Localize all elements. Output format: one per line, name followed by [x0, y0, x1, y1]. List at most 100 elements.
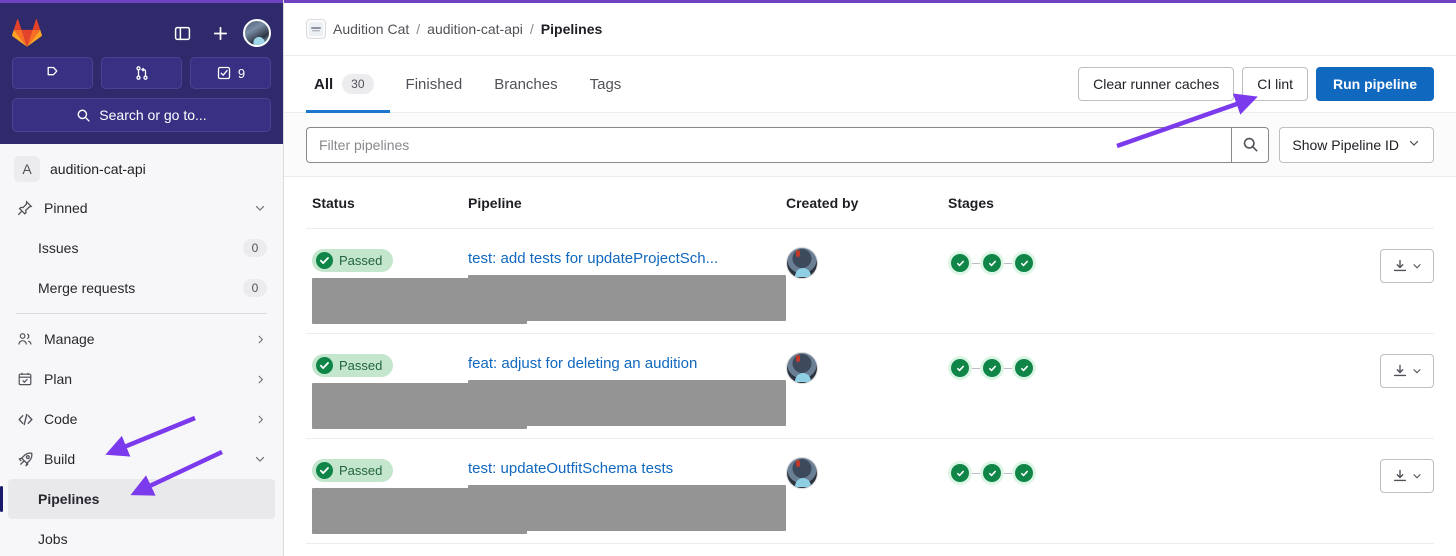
tab-finished[interactable]: Finished [390, 56, 479, 112]
run-pipeline-button[interactable]: Run pipeline [1316, 67, 1434, 101]
row-stages-cell [948, 354, 1344, 380]
pin-icon [16, 199, 34, 217]
dropdown-label: Show Pipeline ID [1292, 136, 1399, 153]
search-icon[interactable] [1231, 126, 1270, 163]
search-input[interactable]: Search or go to... [12, 98, 271, 132]
breadcrumb-group[interactable]: Audition Cat [333, 21, 410, 37]
sidebar-item-pinned[interactable]: Pinned [8, 188, 275, 228]
issues-count: 0 [243, 239, 267, 257]
pipelines-tabbar: All 30 Finished Branches Tags Clear runn… [284, 56, 1456, 113]
download-icon [1393, 364, 1406, 377]
column-header-stages: Stages [948, 194, 994, 211]
row-status-cell: Passed [306, 459, 527, 534]
sidebar-item-issues[interactable]: Issues 0 [8, 228, 275, 268]
pipeline-actions: Clear runner caches CI lint Run pipeline [1078, 67, 1434, 101]
column-header-created-by: Created by [786, 194, 859, 211]
chevron-right-icon[interactable] [254, 333, 267, 346]
filter-pipelines-input[interactable] [306, 126, 1232, 163]
chevron-down-icon [1412, 264, 1421, 269]
stages-list [948, 461, 1344, 485]
download-artifacts-button[interactable] [1380, 354, 1434, 388]
tab-count-badge: 30 [342, 74, 374, 94]
stage-passed-icon[interactable] [980, 251, 1004, 275]
sidebar-item-label: Build [44, 451, 76, 467]
stage-passed-icon[interactable] [1012, 251, 1036, 275]
breadcrumb-separator: / [416, 21, 421, 37]
ci-lint-button[interactable]: CI lint [1242, 67, 1308, 101]
stage-passed-icon[interactable] [948, 251, 972, 275]
tab-tags[interactable]: Tags [574, 56, 638, 112]
row-actions-cell [1344, 459, 1434, 493]
download-artifacts-button[interactable] [1380, 249, 1434, 283]
sidebar-project[interactable]: A audition-cat-api [8, 150, 275, 188]
sidebar-item-jobs[interactable]: Jobs [8, 519, 275, 556]
status-label: Passed [339, 358, 383, 373]
stage-connector [1004, 367, 1012, 369]
breadcrumb-project[interactable]: audition-cat-api [427, 21, 523, 37]
sidebar-item-pipelines[interactable]: Pipelines [0, 479, 275, 519]
search-placeholder: Search or go to... [99, 107, 207, 123]
code-icon [16, 410, 34, 428]
stages-list [948, 251, 1344, 275]
sidebar: 9 Search or go to... A audition-cat-api [0, 0, 284, 556]
gitlab-logo-icon[interactable] [12, 18, 42, 48]
tab-label: Tags [589, 75, 622, 93]
row-pipeline-cell: test: updateOutfitSchema tests [468, 459, 786, 531]
user-avatar[interactable] [243, 19, 271, 47]
todos-shortcut[interactable]: 9 [190, 57, 271, 89]
merge-requests-shortcut[interactable] [101, 57, 182, 89]
tab-branches[interactable]: Branches [478, 56, 573, 112]
chevron-down-icon[interactable] [253, 452, 267, 466]
sidebar-toggle-icon[interactable] [167, 18, 197, 48]
chevron-right-icon[interactable] [254, 373, 267, 386]
row-status-cell: Passed [306, 354, 527, 429]
table-row[interactable]: Passed test: updateOutfitSchema tests [306, 439, 1434, 544]
rocket-icon [16, 450, 34, 468]
stage-passed-icon[interactable] [1012, 356, 1036, 380]
sidebar-nav: A audition-cat-api Pinned Issues 0 [0, 144, 283, 556]
clear-runner-caches-button[interactable]: Clear runner caches [1078, 67, 1235, 101]
pipeline-title-link[interactable]: test: add tests for updateProjectSch... [468, 250, 719, 267]
sidebar-item-plan[interactable]: Plan [8, 359, 275, 399]
filter-input-group [306, 126, 1270, 163]
avatar[interactable] [786, 457, 818, 489]
pipeline-title-link[interactable]: feat: adjust for deleting an audition [468, 355, 698, 372]
stage-connector [1004, 262, 1012, 264]
sidebar-item-build[interactable]: Build [8, 439, 275, 479]
column-header-pipeline: Pipeline [468, 194, 522, 211]
breadcrumb: Audition Cat / audition-cat-api / Pipeli… [284, 3, 1456, 56]
sidebar-item-merge-requests[interactable]: Merge requests 0 [8, 268, 275, 308]
table-header-row: Status Pipeline Created by Stages [306, 177, 1434, 229]
create-new-icon[interactable] [205, 18, 235, 48]
sidebar-item-label: Plan [44, 371, 73, 387]
stage-passed-icon[interactable] [1012, 461, 1036, 485]
stage-passed-icon[interactable] [980, 461, 1004, 485]
show-pipeline-id-dropdown[interactable]: Show Pipeline ID [1279, 126, 1434, 163]
sidebar-item-label: Manage [44, 331, 95, 347]
stage-passed-icon[interactable] [948, 461, 972, 485]
tab-list: All 30 Finished Branches Tags [306, 56, 638, 113]
calendar-icon [16, 370, 34, 388]
chevron-right-icon[interactable] [254, 413, 267, 426]
avatar[interactable] [786, 352, 818, 384]
row-pipeline-cell: test: add tests for updateProjectSch... [468, 249, 786, 321]
stage-passed-icon[interactable] [980, 356, 1004, 380]
stage-passed-icon[interactable] [948, 356, 972, 380]
download-artifacts-button[interactable] [1380, 459, 1434, 493]
todos-count: 9 [237, 65, 246, 81]
pipeline-title-link[interactable]: test: updateOutfitSchema tests [468, 460, 674, 477]
sidebar-item-label: Merge requests [38, 280, 136, 296]
sidebar-item-manage[interactable]: Manage [8, 319, 275, 359]
tab-label: Branches [494, 75, 558, 93]
issues-shortcut[interactable] [12, 57, 93, 89]
tab-all[interactable]: All 30 [306, 56, 390, 113]
table-row[interactable]: Passed feat: adjust for deleting an audi… [306, 334, 1434, 439]
stage-connector [972, 472, 980, 474]
sidebar-item-code[interactable]: Code [8, 399, 275, 439]
sidebar-item-label: Jobs [38, 531, 68, 547]
table-row[interactable]: Passed test: add tests for updateProject… [306, 229, 1434, 334]
chevron-down-icon[interactable] [253, 201, 267, 215]
sidebar-item-label: Issues [38, 240, 79, 256]
status-badge: Passed [312, 354, 394, 377]
avatar[interactable] [786, 247, 818, 279]
